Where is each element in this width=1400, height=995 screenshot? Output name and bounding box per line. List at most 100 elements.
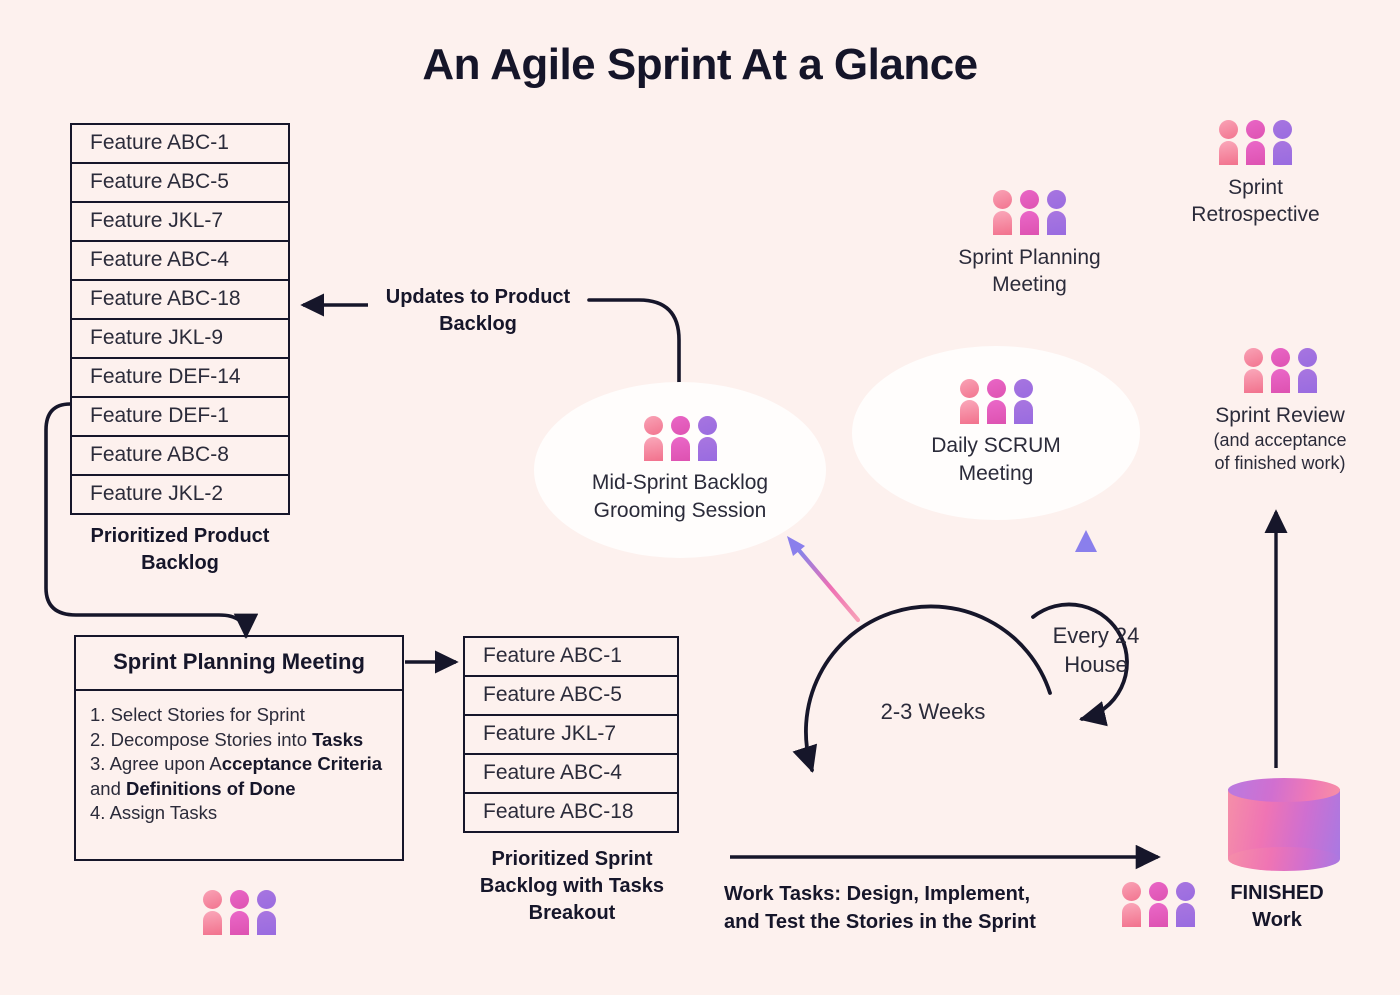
scrum-label-line1: Daily SCRUM [931, 433, 1061, 457]
person-head [959, 378, 979, 398]
planning-step-text: Assign Tasks [109, 802, 218, 824]
person-icon [1243, 348, 1263, 393]
backlog-row[interactable]: Feature DEF-14 [72, 359, 288, 398]
person-head [1176, 882, 1195, 901]
planning-step-text: Agree upon A [109, 753, 222, 775]
person-head [1047, 190, 1066, 209]
person-body [1219, 141, 1238, 165]
sprint-retrospective-label: Sprint Retrospective [1191, 174, 1319, 229]
person-body [1297, 369, 1317, 393]
person-body [1273, 141, 1292, 165]
backlog-row[interactable]: Feature DEF-1 [72, 398, 288, 437]
updates-to-product-backlog-label: Updates to Product Backlog [385, 286, 571, 335]
work-tasks-people-icon [1122, 882, 1195, 927]
person-body [1270, 369, 1290, 393]
sprint-backlog-row[interactable]: Feature ABC-4 [465, 755, 677, 794]
sprint-backlog-row[interactable]: Feature ABC-5 [465, 677, 677, 716]
sprint-backlog-row[interactable]: Feature ABC-18 [483, 800, 634, 823]
planning-step: 2. Decompose Stories into Tasks [90, 728, 390, 753]
person-head [203, 890, 222, 909]
scrum-label-line2: Meeting [958, 461, 1034, 485]
person-icon [697, 415, 717, 461]
person-body [230, 911, 249, 935]
backlog-row[interactable]: Feature ABC-1 [72, 125, 288, 164]
people-icon-group [993, 190, 1066, 235]
person-icon [203, 890, 222, 935]
backlog-row[interactable]: Feature ABC-4 [72, 242, 288, 281]
person-icon [1122, 882, 1141, 927]
grooming-gradient-arrow [787, 536, 861, 623]
sprint-planning-meeting-icon-block: Sprint Planning Meeting [942, 190, 1117, 299]
person-body [643, 436, 663, 461]
label-line1: Sprint [1228, 176, 1283, 199]
backlog-row[interactable]: Feature ABC-18 [72, 281, 288, 320]
daily-cadence-label: Every 24 House [1036, 622, 1156, 679]
sprint-review-label: Sprint Review (and acceptance of finishe… [1213, 402, 1346, 474]
person-head [1273, 120, 1292, 139]
mid-sprint-grooming-node[interactable]: Mid-Sprint Backlog Grooming Session [534, 382, 826, 558]
backlog-row[interactable]: Feature JKL-7 [72, 203, 288, 242]
backlog-row[interactable]: Feature ABC-5 [72, 164, 288, 203]
person-body [1122, 903, 1141, 927]
person-body [1176, 903, 1195, 927]
person-icon [1020, 190, 1039, 235]
planning-step-text: Select Stories for Sprint [110, 704, 305, 725]
sprint-planning-meeting-box: Sprint Planning Meeting 1. Select Storie… [74, 635, 404, 861]
label-line2: Retrospective [1191, 203, 1320, 227]
backlog-row[interactable]: Feature JKL-2 [90, 482, 224, 505]
person-icon [993, 190, 1012, 235]
planning-step: 1. Select Stories for Sprint [90, 703, 390, 728]
planning-step-emphasis: Tasks [312, 728, 364, 750]
backlog-row[interactable]: Feature JKL-9 [72, 320, 288, 359]
sprint-backlog-row[interactable]: Feature JKL-7 [465, 716, 677, 755]
grooming-label-line1: Mid-Sprint Backlog [591, 470, 769, 494]
sprint-retrospective-icon-block: Sprint Retrospective [1168, 120, 1343, 229]
person-icon [1047, 190, 1066, 235]
finished-work-line1: FINISHED [1230, 882, 1324, 904]
daily-scrum-node[interactable]: Daily SCRUM Meeting [852, 346, 1140, 520]
planning-step-text: and [90, 777, 127, 799]
label-line3: of finished work) [1214, 452, 1346, 473]
daily-cadence-line1: Every 24 [1052, 623, 1140, 648]
person-head [230, 890, 249, 909]
planning-meeting-people-icon [203, 890, 276, 935]
planning-step-text: Decompose Stories into [110, 728, 313, 750]
person-body [1243, 369, 1263, 393]
grooming-label: Mid-Sprint Backlog Grooming Session [592, 469, 768, 524]
person-head [993, 190, 1012, 209]
person-body [257, 911, 276, 935]
person-icon [670, 415, 690, 461]
person-head [257, 890, 276, 909]
people-icon-group [1122, 882, 1195, 927]
people-icon-group [1219, 120, 1292, 165]
person-icon [230, 890, 249, 935]
finished-work-cylinder-icon [1228, 778, 1340, 871]
person-head [1122, 882, 1141, 901]
sprint-loop-arrow [792, 604, 1052, 773]
people-icon-group [643, 415, 717, 461]
person-icon [1246, 120, 1265, 165]
person-icon [959, 378, 979, 424]
work-tasks-line2: and Test the Stories in the Sprint [724, 911, 1036, 933]
sprint-backlog-row[interactable]: Feature ABC-1 [465, 638, 677, 677]
person-body [697, 436, 717, 461]
person-icon [1013, 378, 1033, 424]
page-title: An Agile Sprint At a Glance [422, 40, 978, 89]
person-body [1047, 211, 1066, 235]
cylinder-bottom [1228, 847, 1340, 871]
person-body [986, 399, 1006, 424]
label-line2: (and acceptance [1213, 430, 1347, 451]
cylinder-top [1228, 778, 1340, 802]
person-head [1013, 378, 1033, 398]
people-icon-group [1243, 348, 1317, 393]
label-line1: Sprint Planning [958, 246, 1101, 269]
backlog-row[interactable]: Feature ABC-8 [72, 437, 288, 476]
work-tasks-line1: Work Tasks: Design, Implement, [724, 883, 1031, 905]
person-body [1149, 903, 1168, 927]
sprint-review-icon-block: Sprint Review (and acceptance of finishe… [1190, 348, 1370, 474]
person-head [697, 415, 717, 435]
person-head [1246, 120, 1265, 139]
planning-step-emphasis: Definitions of Done [126, 777, 296, 799]
person-head [1020, 190, 1039, 209]
